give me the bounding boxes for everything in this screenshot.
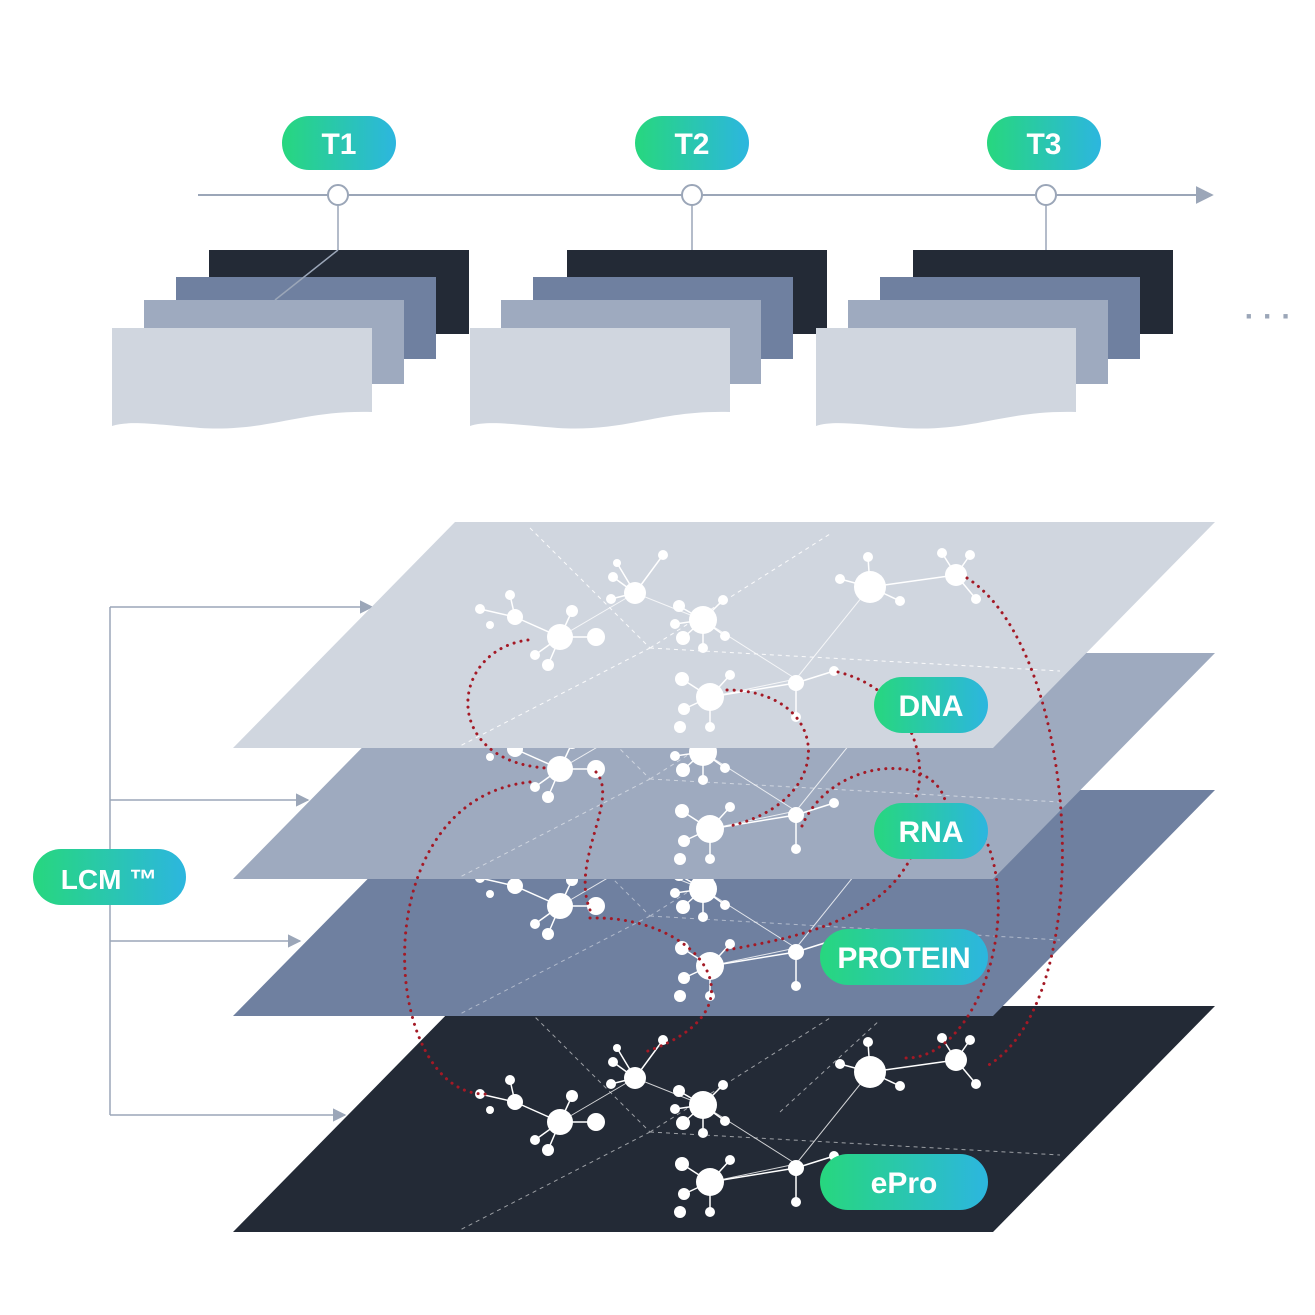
lcm-label: LCM ™: [33, 849, 186, 905]
sample-stack-t1: T1: [112, 116, 469, 429]
layer-label-rna-text: RNA: [899, 816, 964, 849]
layer-label-rna: RNA: [874, 803, 988, 859]
time-pill-t3: [987, 116, 1101, 170]
time-label-t2: T2: [674, 128, 709, 161]
layer-label-dna: DNA: [874, 677, 988, 733]
time-pill-t2: [635, 116, 749, 170]
time-pill-t1: [282, 116, 396, 170]
layer-label-epro: ePro: [820, 1154, 988, 1210]
time-label-t1: T1: [321, 128, 356, 161]
layer-label-dna-text: DNA: [899, 690, 964, 723]
layer-epro: [233, 1006, 1215, 1232]
layer-label-epro-text: ePro: [871, 1167, 938, 1200]
layer-label-protein-text: PROTEIN: [837, 942, 970, 975]
timeline: · · · T1 T2: [112, 116, 1292, 429]
lcm-label-text: LCM ™: [61, 864, 157, 895]
time-label-t3: T3: [1026, 128, 1061, 161]
sample-stack-t3: T3: [816, 116, 1173, 429]
timeline-continuation: · · ·: [1245, 300, 1292, 333]
layer-label-protein: PROTEIN: [820, 929, 988, 985]
sample-stack-t2: T2: [470, 116, 827, 429]
